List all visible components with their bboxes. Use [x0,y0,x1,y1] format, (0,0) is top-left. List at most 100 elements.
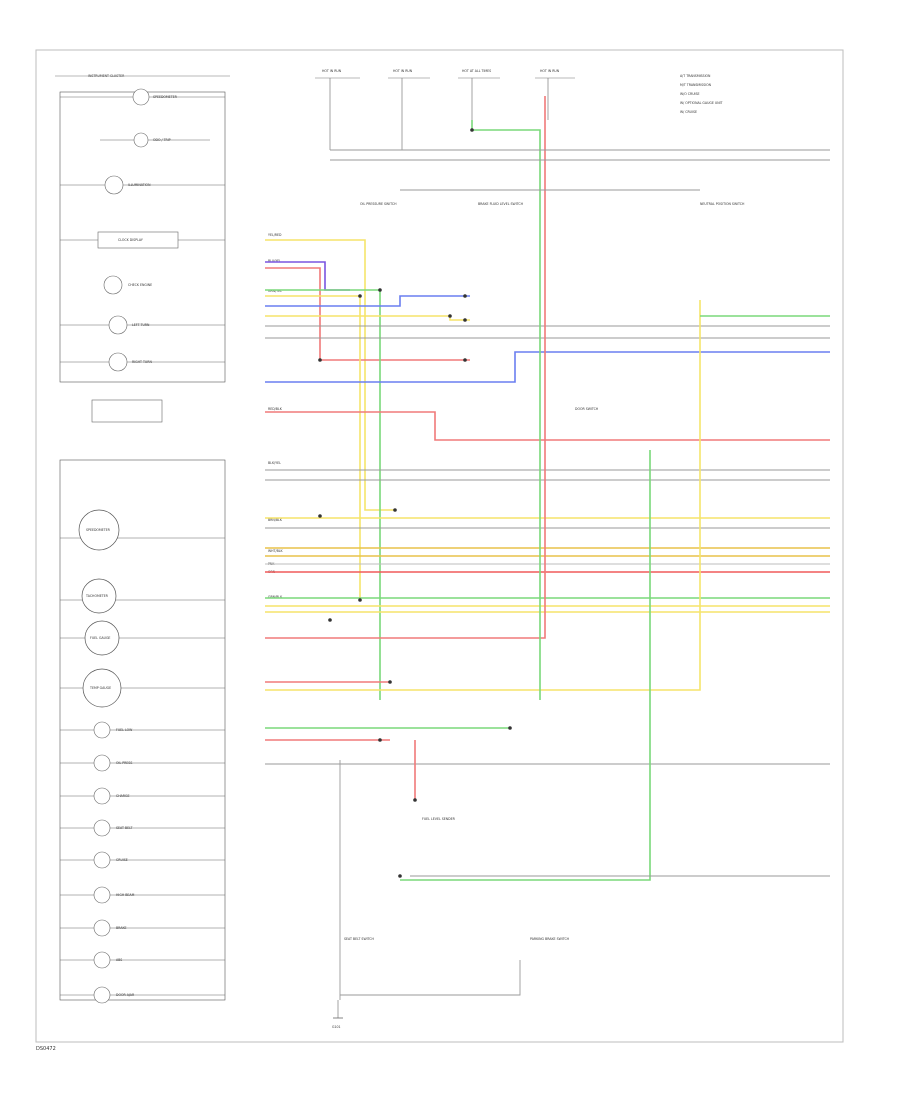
splice-7 [393,508,397,512]
indicator-left-turn: LEFT TURN [60,315,225,335]
svg-text:G101: G101 [332,1025,341,1029]
svg-text:CHECK ENGINE: CHECK ENGINE [128,283,152,287]
splice-8 [318,514,322,518]
svg-text:W/ CRUISE: W/ CRUISE [680,110,697,114]
svg-text:YEL/RED: YEL/RED [268,233,282,237]
splice-12 [508,726,512,730]
indicator-brake: BRAKE [60,919,225,937]
wire-28 [471,120,541,700]
indicator-check-engine: CHECK ENGINE [103,275,152,295]
wire-1 [265,261,350,291]
gauge-tachometer: TACHOMETER [60,578,225,614]
svg-text:CHARGE: CHARGE [116,794,130,798]
svg-text:HOT AT ALL TIMES: HOT AT ALL TIMES [462,69,491,73]
svg-text:ABS: ABS [116,958,122,962]
splice-2 [358,294,362,298]
svg-text:BRAKE FLUID LEVEL SWITCH: BRAKE FLUID LEVEL SWITCH [478,202,524,206]
indicator-door-ajar: DOOR AJAR [60,986,225,1004]
svg-text:LEFT TURN: LEFT TURN [132,323,150,327]
svg-text:GRN/YEL: GRN/YEL [268,289,282,293]
fuse-block: HOT IN RUN HOT IN RUN HOT AT ALL TIMES H… [315,69,575,150]
wire-10 [265,411,830,441]
gauge-speedometer: SPEEDOMETER [60,509,225,551]
indicator-abs: ABS [60,951,225,969]
svg-text:FUEL LOW: FUEL LOW [116,728,133,732]
wire-2 [265,267,470,361]
instrument-cluster: INSTRUMENT CLUSTER SPEEDOMETER ODO / TRI… [55,74,230,1004]
splice-0 [318,358,322,362]
svg-text:DOOR AJAR: DOOR AJAR [116,993,135,997]
wire-labels: YEL/RED BLU/YEL GRN/YEL RED/BLK BLK/YEL … [268,233,284,599]
wire-22 [265,96,546,639]
svg-text:HOT IN RUN: HOT IN RUN [540,69,560,73]
svg-text:OIL PRESS: OIL PRESS [116,761,132,765]
svg-text:FUEL GAUGE: FUEL GAUGE [90,636,110,640]
svg-text:RED/BLK: RED/BLK [268,407,283,411]
splice-14 [413,798,417,802]
splice-15 [398,874,402,878]
svg-text:SEAT BELT SWITCH: SEAT BELT SWITCH [344,937,375,941]
svg-text:BLU/YEL: BLU/YEL [268,259,281,263]
gauge-fuel: FUEL GAUGE [60,620,225,656]
svg-text:W/ OPTIONAL GAUGE UNIT: W/ OPTIONAL GAUGE UNIT [680,101,723,105]
splice-13 [378,738,382,742]
svg-text:A/T TRANSMISSION: A/T TRANSMISSION [680,74,711,78]
diagram-notes: A/T TRANSMISSION M/T TRANSMISSION W/O CR… [680,74,723,114]
svg-text:HIGH BEAM: HIGH BEAM [116,893,135,897]
wire-4 [265,295,361,600]
indicator-odo: ODO / TRIP [100,132,210,148]
svg-text:SPEEDOMETER: SPEEDOMETER [153,95,178,99]
splice-1 [378,288,382,292]
splice-9 [358,598,362,602]
splice-11 [388,680,392,684]
svg-text:FUEL LEVEL SENDER: FUEL LEVEL SENDER [422,817,456,821]
svg-text:RIGHT TURN: RIGHT TURN [132,360,152,364]
svg-text:PARKING BRAKE SWITCH: PARKING BRAKE SWITCH [530,937,570,941]
wire-30 [400,450,651,881]
wire-24 [265,300,701,691]
components: OIL PRESSURE SWITCH BRAKE FLUID LEVEL SW… [332,202,745,1029]
indicator-cruise: CRUISE [60,851,225,869]
svg-text:GRN/BLK: GRN/BLK [268,595,283,599]
svg-text:W/O CRUISE: W/O CRUISE [680,92,700,96]
svg-text:TEMP GAUGE: TEMP GAUGE [89,686,111,690]
wire-5 [265,295,470,307]
indicator-seat-belt: SEAT BELT [60,819,225,837]
svg-text:CLOCK DISPLAY: CLOCK DISPLAY [118,238,143,242]
diagram-border [35,49,844,1043]
indicator-high-beam: HIGH BEAM [60,886,225,904]
svg-text:BLK/YEL: BLK/YEL [268,461,281,465]
svg-text:SPEEDOMETER: SPEEDOMETER [86,528,111,532]
indicator-speedo: SPEEDOMETER [60,88,225,106]
svg-text:BRN/BLK: BRN/BLK [268,518,283,522]
wire-harness [265,96,830,1000]
splice-5 [463,318,467,322]
svg-text:M/T TRANSMISSION: M/T TRANSMISSION [680,83,712,87]
indicator-oil-press: OIL PRESS [60,754,225,772]
indicator-illumination: ILLUMINATION [60,175,225,195]
splice-10 [328,618,332,622]
wire-6 [265,315,470,321]
svg-text:ODO / TRIP: ODO / TRIP [153,138,171,142]
wire-9 [265,351,830,383]
wire-0 [265,239,395,511]
indicator-charge: CHARGE [60,787,225,805]
svg-text:SEAT BELT: SEAT BELT [116,826,132,830]
splice-16 [470,128,474,132]
svg-text:TACHOMETER: TACHOMETER [85,594,109,598]
splice-6 [463,358,467,362]
wire-36 [340,960,521,996]
svg-text:ILLUMINATION: ILLUMINATION [128,183,151,187]
diagram-code: DS0472 [36,1046,56,1052]
indicator-right-turn: RIGHT TURN [60,352,225,372]
svg-text:NEUTRAL POSITION SWITCH: NEUTRAL POSITION SWITCH [700,202,745,206]
svg-text:WHT/BLK: WHT/BLK [268,549,284,553]
svg-text:CRUISE: CRUISE [116,858,128,862]
svg-text:HOT IN RUN: HOT IN RUN [393,69,413,73]
svg-text:BRAKE: BRAKE [116,926,127,930]
svg-text:OIL PRESSURE SWITCH: OIL PRESSURE SWITCH [360,202,397,206]
gauge-temp: TEMP GAUGE [60,668,225,708]
indicator-clock: CLOCK DISPLAY [60,231,225,249]
splice-4 [463,294,467,298]
